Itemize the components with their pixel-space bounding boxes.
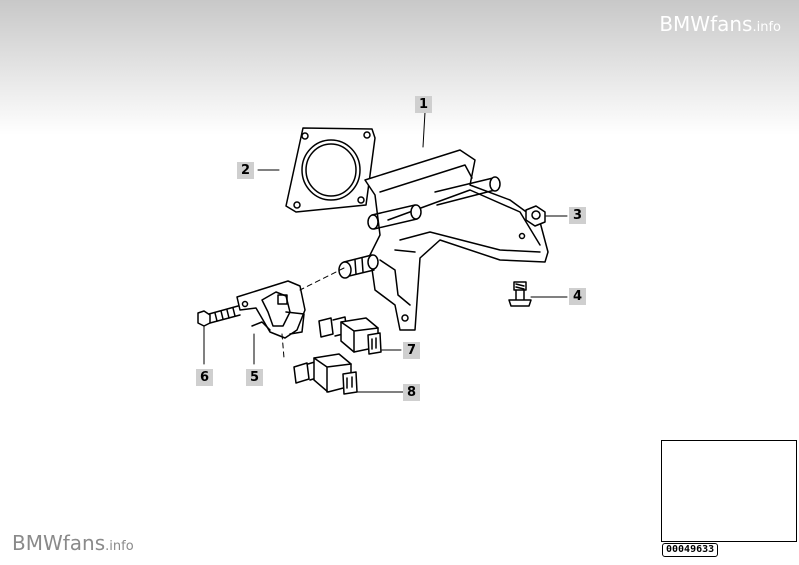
part-7-switch: [318, 316, 382, 355]
watermark-bottom-suffix: .info: [105, 539, 134, 554]
part-6-bolt: [197, 305, 241, 327]
callout-2[interactable]: 2: [237, 162, 254, 179]
callout-5[interactable]: 5: [246, 369, 263, 386]
callout-4[interactable]: 4: [569, 288, 586, 305]
watermark-bottom-main: BMWfans: [12, 531, 106, 555]
callout-3[interactable]: 3: [569, 207, 586, 224]
leader-lines: [203, 111, 568, 393]
part-2-gasket: [285, 127, 376, 213]
watermark-top-suffix: .info: [752, 20, 781, 35]
part-3-nut: [525, 205, 546, 227]
callout-6[interactable]: 6: [196, 369, 213, 386]
assembly-lines: [281, 267, 345, 359]
part-1-bracket: [338, 149, 549, 331]
callout-7[interactable]: 7: [403, 342, 420, 359]
part-8-switch: [293, 353, 358, 395]
part-5-holder: [236, 280, 306, 339]
watermark-bottom: BMWfans.info: [12, 531, 134, 555]
header-gradient: [0, 0, 799, 135]
part-4-screw: [508, 281, 532, 307]
callout-8[interactable]: 8: [403, 384, 420, 401]
callout-1[interactable]: 1: [415, 96, 432, 113]
vehicle-location-thumbnail: [661, 440, 797, 542]
watermark-top: BMWfans.info: [659, 12, 781, 36]
diagram-id-label: 00049633: [662, 543, 719, 557]
watermark-top-main: BMWfans: [659, 12, 753, 36]
